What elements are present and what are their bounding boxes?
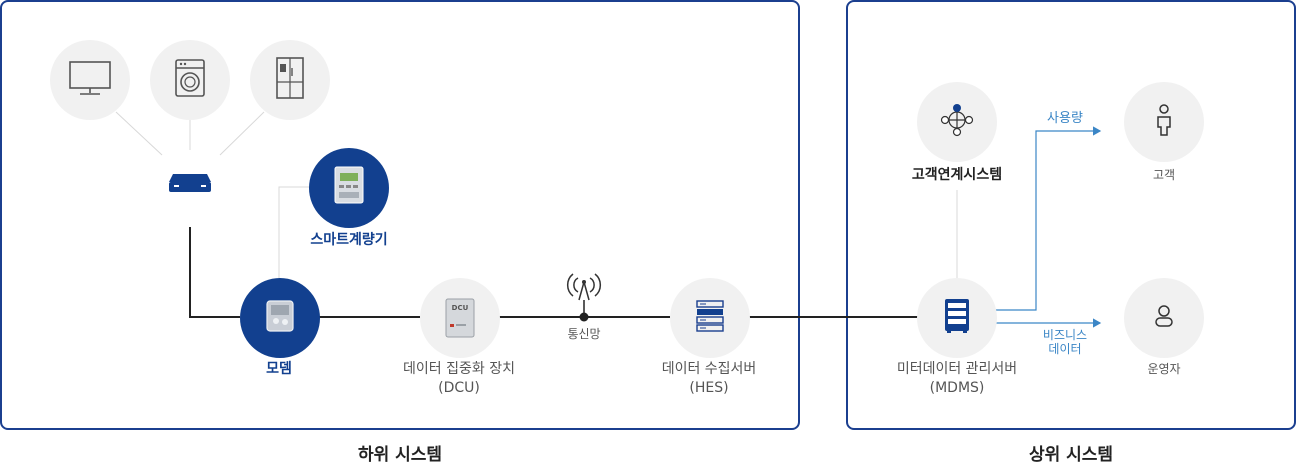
meter-link — [278, 186, 309, 278]
modem-label: 모뎀 — [266, 361, 292, 377]
gateway-modem-link — [189, 227, 240, 318]
dcu-node: DCU — [420, 278, 500, 358]
antenna-icon — [564, 270, 604, 302]
operator-node — [1124, 278, 1204, 358]
server-rack-icon — [696, 300, 724, 336]
smart-meter-label: 스마트계량기 — [310, 232, 388, 248]
business-data-line2: 데이터 — [1048, 342, 1082, 356]
modem-icon — [265, 299, 295, 337]
mdms-server-icon — [944, 298, 970, 338]
hes-label-line1: 데이터 수집서버 — [661, 361, 757, 377]
dcu-icon: DCU — [445, 298, 475, 338]
hes-label: 데이터 수집서버 (HES) — [662, 360, 757, 398]
tv-icon — [68, 60, 112, 100]
dcu-label: 데이터 집중화 장치 (DCU) — [403, 360, 515, 398]
mdms-node — [917, 278, 997, 358]
tv-link — [115, 111, 163, 156]
dcu-label-line1: 데이터 집중화 장치 — [403, 361, 515, 377]
tv-node — [50, 40, 130, 120]
gateway-node — [164, 170, 216, 200]
hes-node — [670, 278, 750, 358]
person-icon — [1155, 103, 1173, 141]
upper-system-panel — [846, 0, 1296, 430]
modem-node — [240, 278, 320, 358]
network-hub-icon — [940, 103, 974, 141]
business-data-line1: 비즈니스 — [1042, 328, 1088, 342]
lower-system-panel — [0, 0, 800, 430]
customer-node — [1124, 82, 1204, 162]
refrigerator-icon — [275, 56, 305, 104]
usage-label: 사용량 — [1047, 111, 1083, 126]
dcu-label-line2: (DCU) — [438, 380, 480, 396]
network-label: 통신망 — [567, 327, 601, 341]
upper-system-title: 상위 시스템 — [1028, 445, 1114, 465]
mdms-label-line1: 미터데이터 관리서버 — [896, 361, 1018, 377]
operator-label: 운영자 — [1147, 362, 1181, 376]
washer-node — [150, 40, 230, 120]
fridge-node — [250, 40, 330, 120]
user-icon — [1153, 304, 1175, 332]
smart-meter-icon — [334, 166, 364, 210]
network-node — [579, 312, 589, 322]
washing-machine-icon — [174, 58, 206, 102]
usage-arrow — [996, 126, 1102, 311]
hes-label-line2: (HES) — [689, 380, 729, 396]
dcu-badge: DCU — [451, 304, 469, 312]
crm-label: 고객연계시스템 — [911, 167, 1003, 183]
mdms-label-line2: (MDMS) — [929, 380, 985, 396]
customer-label: 고객 — [1152, 168, 1176, 182]
lower-system-title: 하위 시스템 — [357, 445, 443, 465]
crm-node — [917, 82, 997, 162]
business-data-label: 비즈니스 데이터 — [1043, 328, 1087, 356]
smart-meter-node — [309, 148, 389, 228]
fridge-link — [219, 111, 265, 156]
gateway-router-icon — [167, 170, 213, 200]
mdms-label: 미터데이터 관리서버 (MDMS) — [897, 360, 1017, 398]
